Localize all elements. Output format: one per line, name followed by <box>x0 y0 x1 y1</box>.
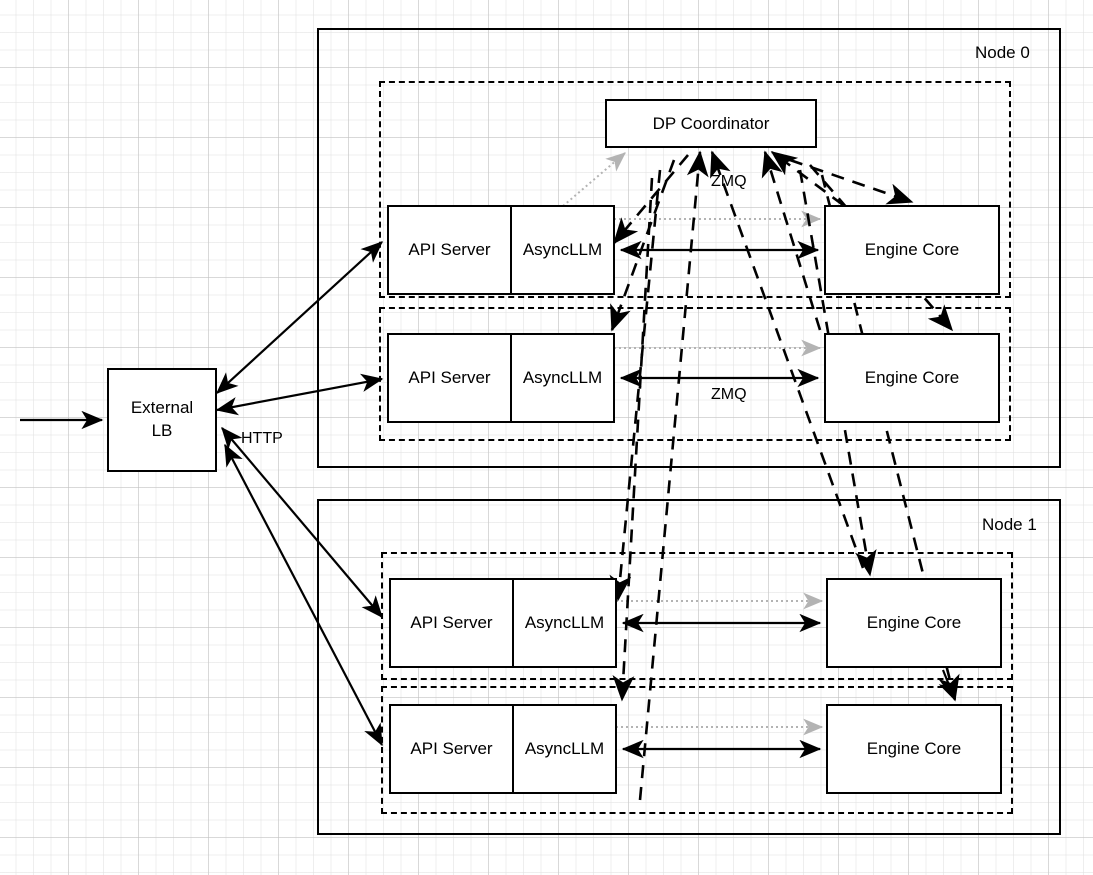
node-1-replica-0-group <box>381 552 1013 680</box>
node-1-replica-1-api-box[interactable]: API Server AsyncLLM <box>389 704 617 794</box>
async-llm-cell[interactable]: AsyncLLM <box>514 706 615 792</box>
api-server-label: API Server <box>410 613 493 632</box>
node-0-replica-1-engine-core-box[interactable]: Engine Core <box>824 333 1000 423</box>
external-lb-label-line2: LB <box>151 421 173 440</box>
async-llm-cell[interactable]: AsyncLLM <box>514 580 615 666</box>
node-0-replica-1-api-box[interactable]: API Server AsyncLLM <box>387 333 615 423</box>
engine-core-label: Engine Core <box>864 368 960 387</box>
engine-core-label: Engine Core <box>866 739 962 758</box>
node-1-replica-1-group <box>381 686 1013 814</box>
zmq-label-top: ZMQ <box>711 173 747 190</box>
async-llm-label: AsyncLLM <box>524 739 605 758</box>
node-1-container <box>317 499 1061 835</box>
node-0-container <box>317 28 1061 468</box>
node-0-replica-0-api-box[interactable]: API Server AsyncLLM <box>387 205 615 295</box>
node-0-replica-0-group <box>379 81 1011 298</box>
zmq-label-bottom: ZMQ <box>711 386 747 403</box>
async-llm-label: AsyncLLM <box>522 368 603 387</box>
http-label: HTTP <box>241 430 283 447</box>
api-server-label: API Server <box>408 368 491 387</box>
api-server-cell[interactable]: API Server <box>389 207 512 293</box>
node-0-label: Node 0 <box>975 43 1030 62</box>
node-1-replica-0-api-box[interactable]: API Server AsyncLLM <box>389 578 617 668</box>
async-llm-label: AsyncLLM <box>524 613 605 632</box>
node-1-replica-1-engine-core-box[interactable]: Engine Core <box>826 704 1002 794</box>
api-server-label: API Server <box>408 240 491 259</box>
external-lb-box[interactable]: External LB <box>107 368 217 472</box>
api-server-cell[interactable]: API Server <box>391 580 514 666</box>
external-lb-label-line1: External <box>130 398 194 418</box>
api-server-label: API Server <box>410 739 493 758</box>
api-server-cell[interactable]: API Server <box>391 706 514 792</box>
node-0-replica-1-group <box>379 307 1011 441</box>
node-1-replica-0-engine-core-box[interactable]: Engine Core <box>826 578 1002 668</box>
dp-coordinator-label: DP Coordinator <box>652 113 770 133</box>
api-server-cell[interactable]: API Server <box>389 335 512 421</box>
async-llm-cell[interactable]: AsyncLLM <box>512 207 613 293</box>
dp-coordinator-box[interactable]: DP Coordinator <box>605 99 817 148</box>
async-llm-label: AsyncLLM <box>522 240 603 259</box>
engine-core-label: Engine Core <box>864 240 960 259</box>
node-0-replica-0-engine-core-box[interactable]: Engine Core <box>824 205 1000 295</box>
node-1-label: Node 1 <box>982 515 1037 534</box>
engine-core-label: Engine Core <box>866 613 962 632</box>
async-llm-cell[interactable]: AsyncLLM <box>512 335 613 421</box>
